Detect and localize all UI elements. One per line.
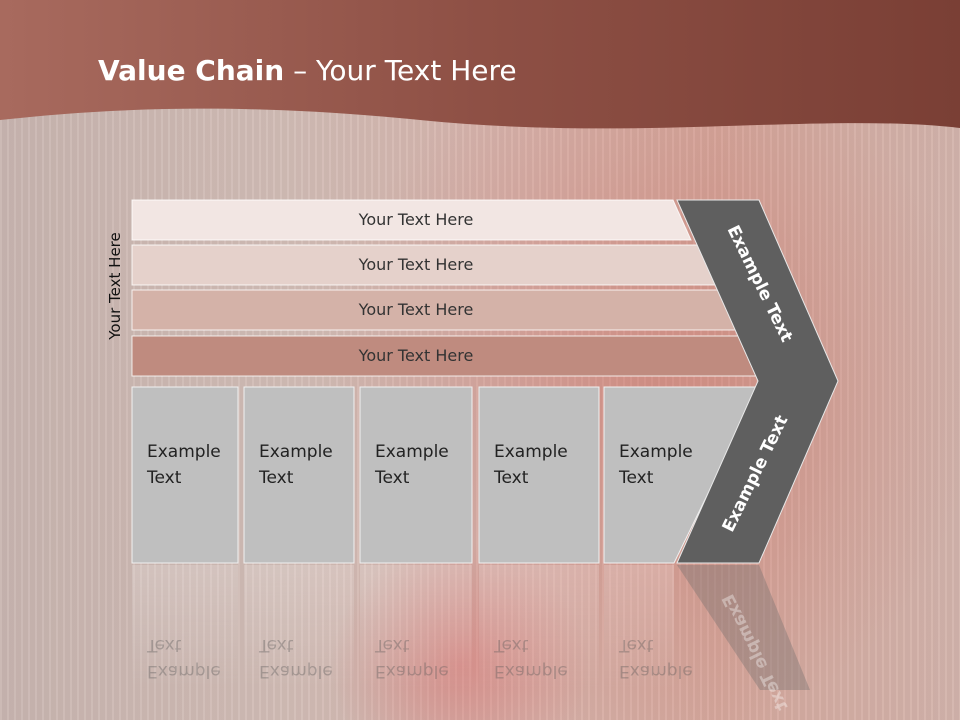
activity-box-1-line1: Example — [147, 442, 221, 462]
reflection-line2: Text — [259, 635, 294, 655]
activity-box-1-line2: Text — [147, 468, 182, 488]
activity-box-2-line1: Example — [259, 442, 333, 462]
activity-box-2 — [243, 386, 355, 564]
bar-4-label: Your Text Here — [358, 346, 474, 365]
bar-3-label: Your Text Here — [358, 300, 474, 319]
reflection-line1: Example — [375, 661, 449, 681]
reflection-line2: Text — [619, 635, 654, 655]
chevron-reflection — [677, 565, 810, 690]
activity-box-5 — [603, 386, 761, 564]
activity-box-reflection-1 — [132, 565, 238, 690]
activity-box-reflection-2 — [244, 565, 354, 690]
activity-box-5-line1: Example — [619, 442, 693, 462]
activity-box-5-text-reflection: Example Text — [619, 632, 693, 684]
vertical-axis-label: Your Text Here — [106, 232, 124, 340]
reflection-line1: Example — [494, 661, 568, 681]
slide-title: Value Chain – Your Text Here — [98, 54, 517, 87]
activity-box-reflection-4 — [479, 565, 599, 690]
activity-box-3-line1: Example — [375, 442, 449, 462]
activity-box-2-line2: Text — [259, 468, 294, 488]
reflection-line1: Example — [619, 661, 693, 681]
activity-box-reflection-3 — [360, 565, 472, 690]
header-band — [0, 0, 960, 129]
activity-box-5-line2: Text — [619, 468, 654, 488]
activity-box-1-text-reflection: Example Text — [147, 632, 221, 684]
reflection-line2: Text — [147, 635, 182, 655]
bar-1 — [131, 199, 692, 241]
activity-box-4-line2: Text — [494, 468, 529, 488]
bar-1-label: Your Text Here — [358, 210, 474, 229]
reflection-line2: Text — [494, 635, 529, 655]
activity-box-4 — [478, 386, 600, 564]
activity-box-1 — [131, 386, 239, 564]
reflection-line1: Example — [259, 661, 333, 681]
activity-box-3-line2: Text — [375, 468, 410, 488]
activity-box-2-text-reflection: Example Text — [259, 632, 333, 684]
title-rest: – Your Text Here — [284, 54, 517, 87]
activity-box-3 — [359, 386, 473, 564]
title-bold: Value Chain — [98, 54, 285, 87]
boxes-group — [131, 386, 761, 564]
activity-box-4-line1: Example — [494, 442, 568, 462]
chevron-shape — [676, 199, 839, 564]
reflection-line2: Text — [375, 635, 410, 655]
reflection-group — [132, 565, 674, 690]
activity-box-4-text-reflection: Example Text — [494, 632, 568, 684]
activity-box-reflection-5 — [604, 565, 674, 690]
reflection-line1: Example — [147, 661, 221, 681]
bar-2-label: Your Text Here — [358, 255, 474, 274]
activity-box-3-text-reflection: Example Text — [375, 632, 449, 684]
